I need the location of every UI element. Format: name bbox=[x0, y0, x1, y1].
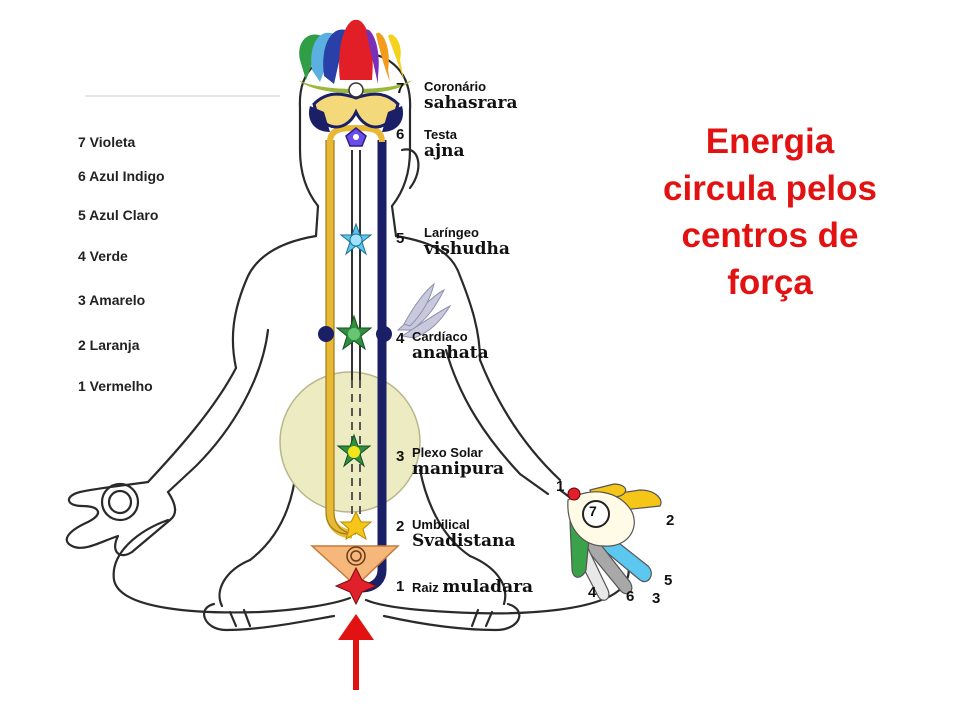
chakra-4-label: Cardíaco anahata bbox=[412, 329, 489, 363]
chakra-4-icon bbox=[335, 314, 373, 351]
headline: Energia circula pelos centros de força bbox=[620, 118, 920, 306]
chakra-5-label: Laríngeo vishudha bbox=[424, 225, 510, 259]
legend-item-verde: 4 Verde bbox=[78, 248, 128, 264]
chakra-5-sanskrit: vishudha bbox=[424, 239, 510, 259]
chakra-1-sanskrit: muladara bbox=[442, 577, 534, 597]
chakra-1-icon bbox=[334, 566, 378, 606]
heart-node-right bbox=[376, 326, 392, 342]
legend-item-laranja: 2 Laranja bbox=[78, 337, 140, 353]
chakra-6-icon bbox=[345, 127, 367, 147]
chakra-7-icon bbox=[348, 82, 364, 98]
chakra-3-portuguese: Plexo Solar bbox=[412, 445, 483, 460]
chakra-3-label: Plexo Solar manipura bbox=[412, 445, 505, 479]
chakra-3-number: 3 bbox=[396, 448, 405, 465]
chakra-6-label: Testa ajna bbox=[424, 127, 465, 161]
chakra-1-number: 1 bbox=[396, 578, 405, 595]
solar-plexus-aura bbox=[279, 371, 421, 513]
chakra-4-number: 4 bbox=[396, 330, 405, 347]
chakra-6-number: 6 bbox=[396, 126, 405, 143]
headline-line-3: centros de bbox=[681, 216, 859, 255]
chakra-7-sanskrit: sahasrara bbox=[424, 93, 518, 113]
chakra-7-label: Coronário sahasrara bbox=[424, 79, 518, 113]
chakra-1-label: Raiz muladara bbox=[412, 577, 533, 597]
chakra-2-sanskrit: Svadistana bbox=[412, 531, 516, 551]
legend-item-amarelo: 3 Amarelo bbox=[78, 292, 146, 308]
sacral-spiral-icon bbox=[310, 545, 400, 588]
chakra-5-number: 5 bbox=[396, 230, 405, 247]
chakra-6-portuguese: Testa bbox=[424, 127, 457, 142]
heart-wing-icon bbox=[396, 282, 452, 339]
color-legend: 7 Violeta 6 Azul Indigo 5 Azul Claro 4 V… bbox=[78, 130, 278, 400]
chakra-2-portuguese: Umbilical bbox=[412, 517, 470, 532]
hand-finger-4: 4 bbox=[588, 584, 597, 601]
headline-line-4: força bbox=[727, 263, 813, 302]
lotus-crown-icon bbox=[298, 19, 412, 94]
chakra-4-portuguese: Cardíaco bbox=[412, 329, 468, 344]
legend-item-azul-indigo: 6 Azul Indigo bbox=[78, 168, 165, 184]
upward-arrow-icon bbox=[338, 614, 374, 690]
chakra-6-sanskrit: ajna bbox=[424, 141, 465, 161]
chakra-2-label: Umbilical Svadistana bbox=[412, 517, 516, 551]
chakra-4-sanskrit: anahata bbox=[412, 343, 489, 363]
legend-item-vermelho: 1 Vermelho bbox=[78, 378, 153, 394]
legend-item-violeta: 7 Violeta bbox=[78, 134, 136, 150]
hand-center-number: 7 bbox=[589, 503, 597, 519]
crown-halo bbox=[308, 92, 404, 132]
chakra-2-icon bbox=[339, 510, 373, 541]
chakra-5-portuguese: Laríngeo bbox=[424, 225, 479, 240]
chakra-5-icon bbox=[339, 222, 373, 256]
headline-line-1: Energia bbox=[705, 122, 835, 161]
chakra-1-portuguese: Raiz bbox=[412, 580, 439, 595]
chakra-2-number: 2 bbox=[396, 518, 405, 535]
legend-item-azul-claro: 5 Azul Claro bbox=[78, 207, 159, 223]
hand-finger-6: 6 bbox=[626, 588, 635, 605]
chakra-3-icon bbox=[336, 433, 372, 468]
hand-finger-5: 5 bbox=[664, 572, 673, 589]
heart-node-left bbox=[318, 326, 334, 342]
hand-finger-3: 3 bbox=[652, 590, 661, 607]
hand-finger-1: 1 bbox=[556, 478, 565, 495]
hand-finger-2: 2 bbox=[666, 512, 675, 529]
headline-line-2: circula pelos bbox=[663, 169, 877, 208]
chakra-3-sanskrit: manipura bbox=[412, 459, 505, 479]
chakra-7-number: 7 bbox=[396, 80, 405, 97]
right-hand-icon bbox=[567, 483, 662, 601]
meditating-figure bbox=[65, 50, 630, 632]
chakra-7-portuguese: Coronário bbox=[424, 79, 487, 94]
